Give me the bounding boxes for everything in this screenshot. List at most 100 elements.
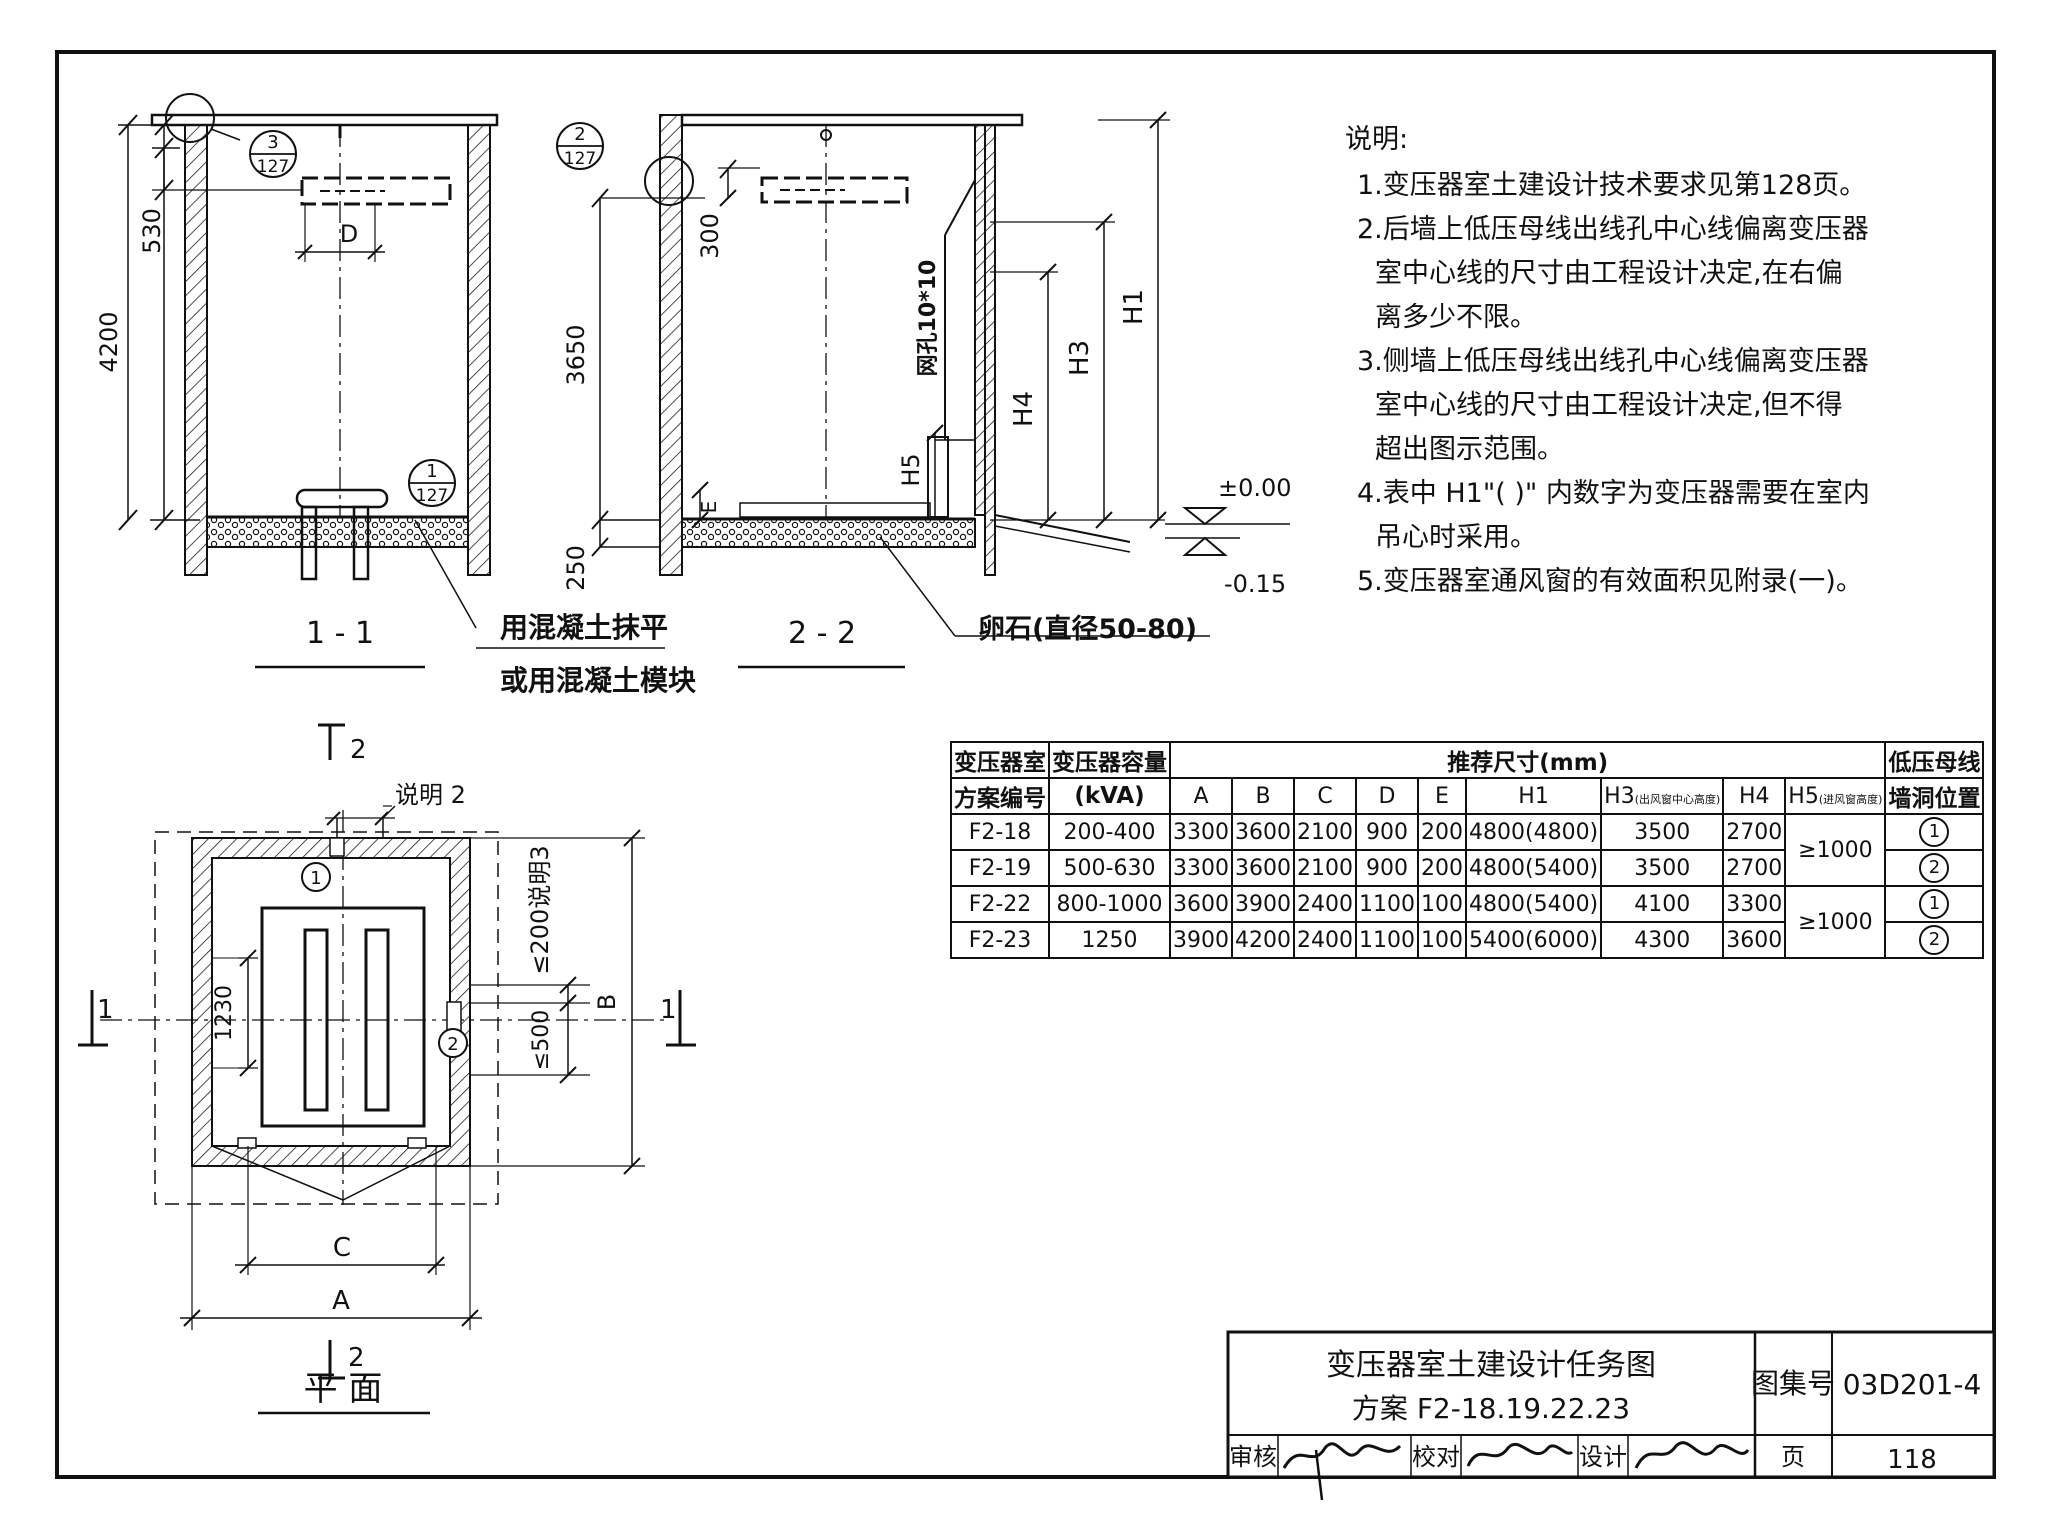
level-0: ±0.00 — [1218, 474, 1292, 502]
concrete-note-2: 或用混凝土模块 — [500, 664, 696, 697]
cell-h5: ≥1000 — [1784, 885, 1887, 959]
cell-cap: 800-1000 — [1048, 885, 1171, 923]
dim-H3: H3 — [1065, 340, 1095, 376]
callout-3-127: 3 127 — [249, 130, 297, 178]
position-marker: 1 — [1919, 817, 1950, 847]
section-2-2-title: 2 - 2 — [788, 616, 856, 651]
cell-h3: 3500 — [1600, 813, 1725, 851]
plan-marker-1: 1 — [301, 862, 331, 892]
dim-4200: 4200 — [95, 311, 123, 372]
cell-cap: 500-630 — [1048, 849, 1171, 887]
dim-H4: H4 — [1009, 391, 1039, 427]
dim-300: 300 — [696, 213, 724, 259]
cell-a: 3600 — [1169, 885, 1233, 923]
th-scheme-2: 方案编号 — [950, 777, 1050, 815]
col-header: D — [1355, 777, 1419, 815]
cell-h1: 4800(5400) — [1464, 849, 1603, 887]
cell-c: 2400 — [1293, 885, 1357, 923]
callout-1-bottom: 127 — [416, 486, 448, 506]
plan-view — [78, 723, 696, 1415]
dim-H5: H5 — [897, 453, 925, 486]
dim-1230: 1230 — [212, 985, 237, 1041]
spec-table: 变压器室 变压器容量 推荐尺寸(mm) 低压母线 方案编号 (kVA) A B … — [950, 741, 1985, 959]
plan-title: 平 面 — [304, 1369, 383, 1409]
cell-e: 100 — [1417, 885, 1467, 923]
note-line: 室中心线的尺寸由工程设计决定,但不得 — [1375, 390, 1843, 421]
atlas-label: 图集号 — [1751, 1367, 1835, 1400]
section-2-2 — [591, 111, 1290, 669]
dim-D: D — [340, 220, 358, 248]
cell-cap: 200-400 — [1048, 813, 1171, 851]
callout-3-bottom: 127 — [257, 157, 289, 177]
cell-c: 2100 — [1293, 813, 1357, 851]
atlas-number: 03D201-4 — [1843, 1368, 1982, 1401]
col-header: H1 — [1464, 777, 1603, 815]
plan-marker-2: 2 — [438, 1028, 468, 1058]
dim-3650: 3650 — [562, 324, 590, 385]
cell-e: 200 — [1417, 849, 1467, 887]
cell-b: 3600 — [1231, 849, 1295, 887]
notes-panel: 说明: 1.变压器室土建设计技术要求见第128页。 2.后墙上低压母线出线孔中心… — [1345, 118, 1965, 604]
cell-h4: 3300 — [1722, 885, 1787, 923]
note-line: 1.变压器室土建设计技术要求见第128页。 — [1357, 170, 1867, 201]
note-line: 离多少不限。 — [1375, 302, 1537, 333]
col-header: H5 — [1788, 783, 1819, 809]
page-label: 页 — [1781, 1443, 1805, 1471]
note-line: 5.变压器室通风窗的有效面积见附录(一)。 — [1357, 566, 1863, 597]
dim-B: B — [593, 994, 621, 1010]
position-marker: 2 — [1919, 925, 1950, 955]
dim-E: E — [697, 501, 721, 514]
col-header: H4 — [1722, 777, 1787, 815]
sheet-border — [55, 50, 1996, 1479]
note-line: 2.后墙上低压母线出线孔中心线偏离变压器 — [1357, 214, 1869, 245]
notes-heading: 说明: — [1345, 124, 1409, 155]
plan-note-2: 说明 2 — [395, 781, 466, 809]
h5-note: (进风窗高度) — [1818, 792, 1883, 806]
cut-label-left: 1 — [97, 995, 114, 1025]
cell-h4: 3600 — [1722, 921, 1787, 959]
level-neg-015: -0.15 — [1224, 570, 1286, 598]
mesh-label: 网孔10*10 — [916, 260, 941, 377]
note-line: 3.侧墙上低压母线出线孔中心线偏离变压器 — [1357, 346, 1869, 377]
position-marker: 1 — [1919, 889, 1950, 919]
th-capacity-2: (kVA) — [1048, 777, 1171, 815]
table-row: F2-19 500-630 3300 3600 2100 900 200 480… — [950, 849, 1985, 887]
cell-b: 3600 — [1231, 813, 1295, 851]
review-label: 审核 — [1229, 1443, 1277, 1471]
cell-h4: 2700 — [1722, 813, 1787, 851]
cut-label-bottom: 2 — [348, 1343, 365, 1373]
callout-1-127: 1 127 — [408, 459, 456, 507]
cell-h3: 4300 — [1600, 921, 1725, 959]
position-marker: 2 — [1919, 853, 1950, 883]
cell-h3: 4100 — [1600, 885, 1725, 923]
title-block — [1226, 1330, 1996, 1501]
note-line: 4.表中 H1"( )" 内数字为变压器需要在室内 — [1357, 478, 1870, 509]
th-position-1: 低压母线 — [1884, 741, 1985, 779]
cell-h1: 4800(5400) — [1464, 885, 1603, 923]
col-header-h5: H5(进风窗高度) — [1784, 777, 1887, 815]
callout-1-top: 1 — [426, 461, 437, 482]
dim-A: A — [332, 1286, 350, 1316]
cell-d: 1100 — [1355, 921, 1419, 959]
check-label: 校对 — [1412, 1443, 1460, 1471]
table-row: F2-23 1250 3900 4200 2400 1100 100 5400(… — [950, 921, 1985, 959]
th-scheme-1: 变压器室 — [950, 741, 1050, 779]
callout-3-top: 3 — [267, 132, 278, 153]
concrete-note-1: 用混凝土抹平 — [500, 611, 668, 644]
cell-b: 4200 — [1231, 921, 1295, 959]
cell-a: 3300 — [1169, 849, 1233, 887]
cell-d: 1100 — [1355, 885, 1419, 923]
dim-le200: ≤200说明3 — [526, 845, 554, 974]
dim-C: C — [333, 1233, 351, 1263]
th-dims: 推荐尺寸(mm) — [1168, 741, 1887, 779]
cell-h4: 2700 — [1722, 849, 1787, 887]
cell-h3: 3500 — [1600, 849, 1725, 887]
plan-marker-2-text: 2 — [447, 1034, 458, 1055]
dim-H1: H1 — [1119, 289, 1149, 325]
cut-label-right: 1 — [660, 995, 677, 1025]
cell-a: 3300 — [1169, 813, 1233, 851]
cell-d: 900 — [1355, 813, 1419, 851]
cell-id: F2-23 — [950, 921, 1050, 959]
note-line: 吊心时采用。 — [1375, 522, 1537, 553]
